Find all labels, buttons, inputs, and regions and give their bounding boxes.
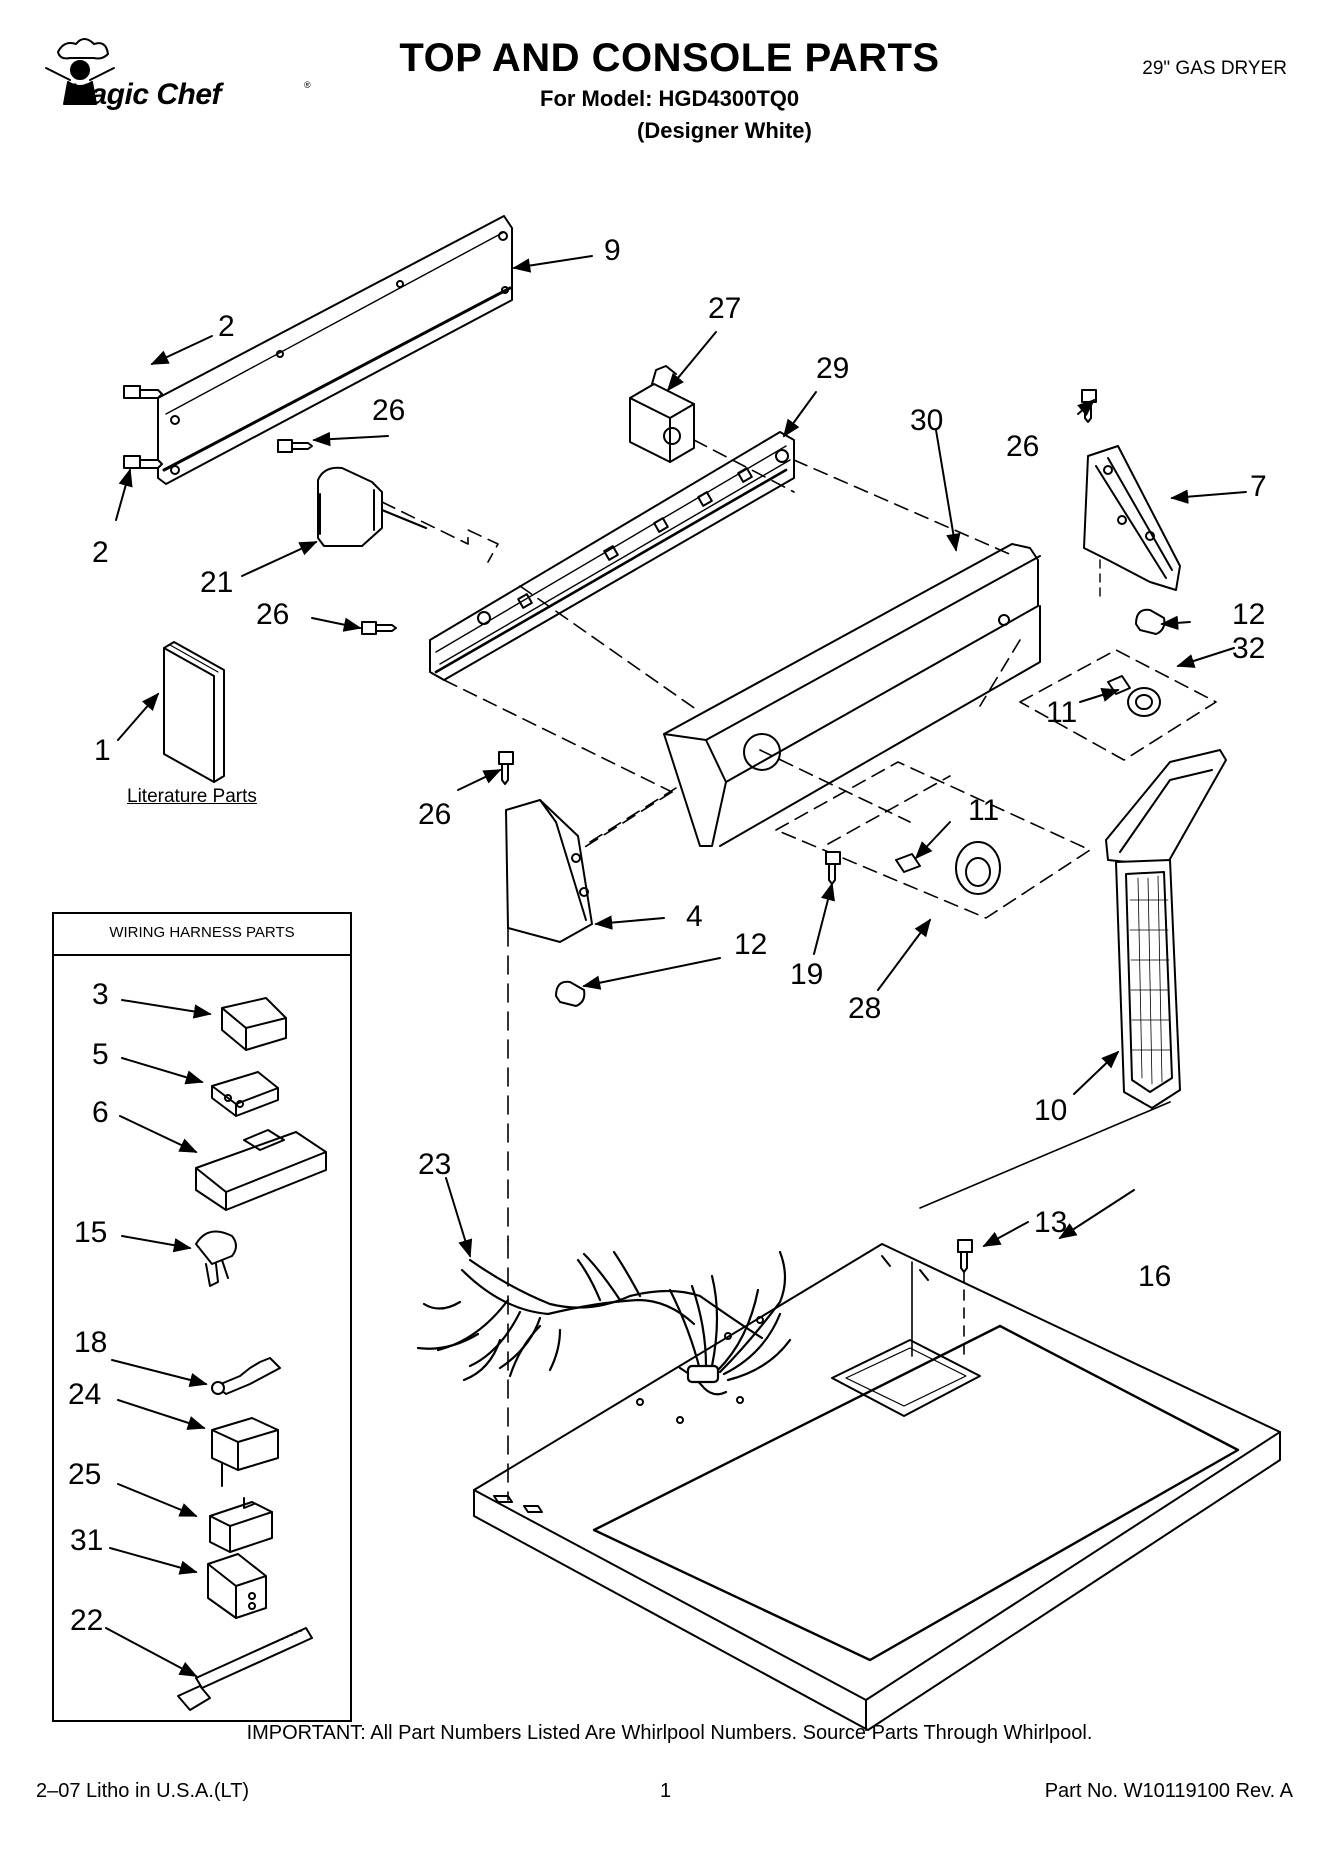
- part-29-console-frame: [429, 431, 795, 681]
- callout-4: 4: [686, 900, 703, 933]
- part-18-terminal-icon: [211, 1357, 281, 1395]
- callout-2-upper: 2: [218, 310, 235, 343]
- callout-25: 25: [68, 1458, 102, 1491]
- wiring-harness-box: [52, 912, 352, 1722]
- part-26-screw-upper-right-icon: [1081, 389, 1097, 423]
- callout-arrows: [105, 255, 1247, 1677]
- footer-part-number: Part No. W10119100 Rev. A: [1044, 1780, 1293, 1802]
- literature-parts-label: Literature Parts: [127, 786, 257, 807]
- part-13-screw-icon: [957, 1239, 973, 1273]
- page-title: TOP AND CONSOLE PARTS: [399, 36, 940, 80]
- footer-litho: 2–07 Litho in U.S.A.(LT): [36, 1780, 250, 1802]
- part-31-connector-icon: [207, 1553, 267, 1619]
- part-3-connector-icon: [221, 997, 287, 1051]
- part-26-screw-left-icon: [498, 751, 514, 785]
- part-25-connector-icon: [209, 1497, 273, 1553]
- part-28-knob-assembly: [775, 761, 1091, 919]
- callout-13: 13: [1034, 1206, 1068, 1239]
- wiring-harness-title: WIRING HARNESS PARTS: [52, 912, 352, 956]
- callout-30: 30: [910, 404, 944, 437]
- callout-3: 3: [92, 978, 109, 1011]
- part-6-connector-block-icon: [195, 1129, 327, 1211]
- part-22-cable-tie-icon: [177, 1627, 313, 1711]
- part-21-timer-icon: [317, 466, 428, 547]
- callout-18: 18: [74, 1326, 108, 1359]
- callout-11-right: 11: [1046, 696, 1078, 729]
- callout-5: 5: [92, 1038, 109, 1071]
- part-2-screw-upper-icon: [123, 385, 163, 399]
- brand-name: Magic Chef: [66, 78, 222, 111]
- part-10-filter-door: [1105, 749, 1227, 1109]
- chef-logo-icon: [45, 38, 115, 105]
- part-24-connector-icon: [211, 1417, 279, 1487]
- product-type: 29" GAS DRYER: [1142, 58, 1287, 79]
- callout-24: 24: [68, 1378, 102, 1411]
- part-5-connector-icon: [211, 1071, 279, 1117]
- callout-26-left: 26: [418, 798, 452, 831]
- callout-29: 29: [816, 352, 850, 385]
- part-23-wiring-harness: [416, 1250, 792, 1396]
- callout-23: 23: [418, 1148, 452, 1181]
- callout-26-upper-left: 26: [372, 394, 406, 427]
- callout-7: 7: [1250, 470, 1267, 503]
- callout-19: 19: [790, 958, 824, 991]
- part-12-clip-left-icon: [555, 980, 586, 1007]
- part-26-screw-upper-left-icon: [277, 439, 313, 453]
- part-1-literature-icon: [163, 641, 225, 783]
- finish-line: (Designer White): [637, 118, 812, 143]
- callout-31: 31: [70, 1524, 104, 1557]
- part-4-left-end-cap: [505, 799, 593, 943]
- callout-12-right: 12: [1232, 598, 1266, 631]
- part-7-right-end-cap: [1083, 445, 1181, 601]
- callout-28: 28: [848, 992, 882, 1025]
- callout-27: 27: [708, 292, 742, 325]
- page-number: 1: [660, 1780, 672, 1802]
- part-26-screw-mid-icon: [361, 621, 397, 635]
- callout-21: 21: [200, 566, 234, 599]
- part-30-console-panel: [663, 543, 1041, 847]
- callout-9: 9: [604, 234, 621, 267]
- callout-26-top-right: 26: [1006, 430, 1040, 463]
- callout-6: 6: [92, 1096, 109, 1129]
- callout-12-left: 12: [734, 928, 768, 961]
- footer-important-note: IMPORTANT: All Part Numbers Listed Are W…: [246, 1722, 1093, 1744]
- brand-trademark: ®: [304, 80, 311, 90]
- callout-16: 16: [1138, 1260, 1172, 1293]
- part-27-switch-icon: [629, 365, 695, 463]
- part-16-top-panel: [473, 1243, 1281, 1731]
- part-9-rear-panel: [157, 215, 513, 485]
- part-15-clip-icon: [195, 1230, 237, 1287]
- callout-22: 22: [70, 1604, 104, 1637]
- part-2-screw-lower-icon: [123, 455, 163, 469]
- part-19-screw-icon: [825, 851, 841, 885]
- callout-2-lower: 2: [92, 536, 109, 569]
- model-line: For Model: HGD4300TQ0: [540, 86, 800, 111]
- callout-11-center: 11: [968, 794, 1000, 827]
- callout-15: 15: [74, 1216, 108, 1249]
- callout-26-mid: 26: [256, 598, 290, 631]
- part-12-clip-right-icon: [1135, 608, 1166, 635]
- callout-10: 10: [1034, 1094, 1068, 1127]
- callout-32: 32: [1232, 632, 1266, 665]
- callout-1: 1: [94, 734, 111, 767]
